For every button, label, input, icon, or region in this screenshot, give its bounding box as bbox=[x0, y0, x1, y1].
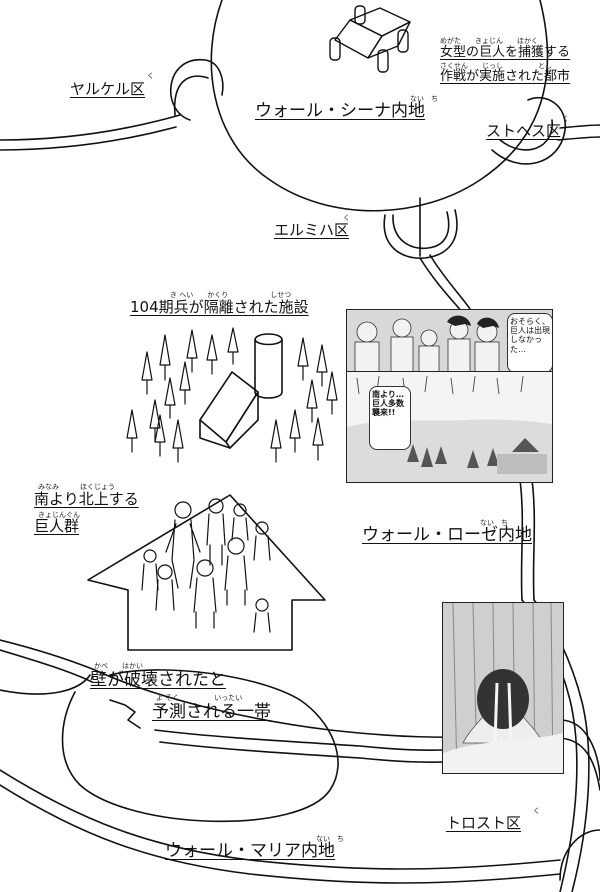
label-female-titan-line2: 作戦が実施された都市 bbox=[440, 69, 571, 84]
ruby-minami: みなみ ほくじょう bbox=[38, 483, 115, 491]
ruby-sina: ない ち bbox=[410, 95, 438, 103]
titan-group bbox=[141, 498, 271, 633]
manga-panel-soldiers: おそらく、巨人は出現しなかった… bbox=[346, 309, 553, 373]
speech-balloon-middle: 南より…巨人多数襲来!! bbox=[369, 386, 411, 450]
wall-maria-outline bbox=[0, 674, 91, 695]
manga-panel-trost-titan bbox=[442, 602, 564, 774]
ruby-maria: ない ち bbox=[316, 835, 344, 843]
northward-arrow bbox=[87, 494, 326, 651]
ruby-kyojingun: きょじんぐん bbox=[38, 511, 80, 519]
ruby-female-2: さくせん じっし とし bbox=[440, 62, 552, 70]
wall-rose-outline bbox=[519, 479, 524, 601]
road-east bbox=[559, 124, 600, 129]
ruby-yosoku: よ そく いったい bbox=[156, 694, 243, 702]
titan-illustration bbox=[443, 603, 563, 773]
label-breach-line2: 予測される一帯 bbox=[152, 702, 271, 722]
ruby-rose: ない ち bbox=[480, 519, 508, 527]
ruby-trost: く bbox=[533, 807, 540, 815]
ruby-ermich: く bbox=[343, 214, 350, 222]
label-wall-sina: ウォール・シーナ内地 bbox=[255, 101, 425, 121]
wall-sina-outline bbox=[210, 0, 549, 212]
label-yarkel-district: ヤルケル区 bbox=[70, 80, 146, 98]
label-wall-maria: ウォール・マリア内地 bbox=[165, 841, 335, 861]
wall-sina-gate-icon bbox=[329, 5, 411, 73]
label-trost-district: トロスト区 bbox=[446, 814, 522, 832]
forest-trees bbox=[126, 327, 338, 463]
isolation-facility-house bbox=[199, 371, 259, 449]
label-breach-line1: 壁が破壊されたと bbox=[90, 670, 226, 690]
ruby-yarkel: く bbox=[147, 72, 154, 80]
label-female-titan-line1: 女型の巨人を捕獲する bbox=[440, 45, 571, 60]
label-isolation-facility: 104期兵が隔離された施設 bbox=[130, 298, 309, 316]
stohess-district-outline bbox=[491, 96, 566, 165]
ruby-stohess: く bbox=[562, 115, 569, 123]
label-wall-rose: ウォール・ローゼ内地 bbox=[362, 525, 532, 545]
label-stohess-district: ストヘス区 bbox=[486, 122, 562, 140]
label-titans-line2: 巨人群 bbox=[34, 517, 80, 535]
ermich-district-outline bbox=[383, 209, 458, 259]
label-ermich-district: エルミハ区 bbox=[274, 221, 350, 239]
label-titans-line1: 南より北上する bbox=[34, 490, 139, 508]
road-west bbox=[0, 114, 181, 141]
ruby-female-1: めがた きょじん ほかく bbox=[440, 37, 538, 45]
trost-district-outline bbox=[559, 719, 600, 781]
yarkel-district-outline bbox=[169, 59, 224, 121]
manga-panel-landscape: 南より…巨人多数襲来!! bbox=[346, 371, 553, 483]
broken-wall-segment bbox=[109, 699, 141, 729]
ruby-kabe: かべ はかい bbox=[94, 662, 143, 670]
speech-balloon-top: おそらく、巨人は出現しなかった… bbox=[507, 313, 552, 372]
road-south bbox=[429, 254, 473, 313]
ruby-facility: き へい かくり しせつ bbox=[170, 291, 292, 299]
